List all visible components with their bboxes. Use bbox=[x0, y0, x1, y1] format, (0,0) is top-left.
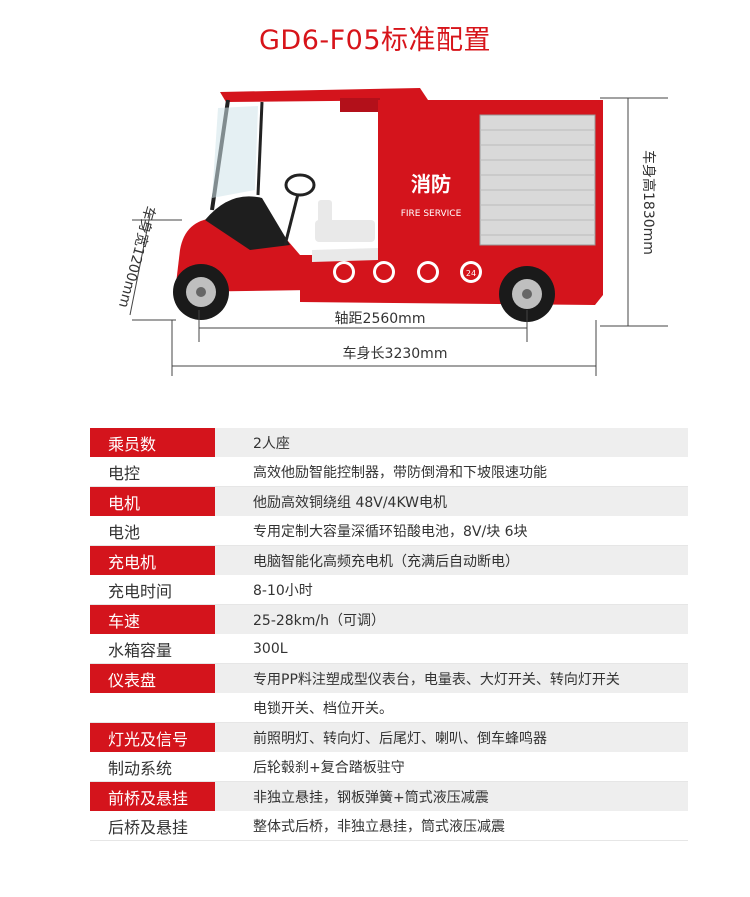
spec-row: 充电时间 8-10小时 bbox=[90, 575, 688, 605]
spec-label: 水箱容量 bbox=[90, 634, 215, 664]
spec-label: 车速 bbox=[90, 604, 215, 634]
spec-row: 电控高效他励智能控制器，带防倒滑和下坡限速功能 bbox=[90, 457, 688, 487]
spec-gap bbox=[215, 486, 233, 516]
spec-table: 乘员数 2人座电控高效他励智能控制器，带防倒滑和下坡限速功能电机他励高效铜绕组 4… bbox=[90, 428, 688, 841]
spec-gap bbox=[215, 663, 233, 693]
spec-value: 高效他励智能控制器，带防倒滑和下坡限速功能 bbox=[233, 457, 688, 487]
spec-label: 后桥及悬挂 bbox=[90, 811, 215, 841]
spec-gap bbox=[215, 781, 233, 811]
spec-label bbox=[90, 693, 215, 723]
spec-gap bbox=[215, 516, 233, 546]
spec-row: 电锁开关、档位开关。 bbox=[90, 693, 688, 723]
spec-value: 2人座 bbox=[233, 428, 688, 457]
box-subtext: FIRE SERVICE bbox=[401, 209, 462, 219]
spec-row: 水箱容量 300L bbox=[90, 634, 688, 664]
spec-row: 灯光及信号前照明灯、转向灯、后尾灯、喇叭、倒车蜂鸣器 bbox=[90, 722, 688, 752]
spec-gap bbox=[215, 428, 233, 457]
spec-row: 制动系统后轮毂刹+复合踏板驻守 bbox=[90, 752, 688, 782]
spec-gap bbox=[215, 693, 233, 723]
spec-label: 充电时间 bbox=[90, 575, 215, 605]
badge-number: 24 bbox=[466, 269, 476, 278]
spec-label: 电池 bbox=[90, 516, 215, 546]
spec-label: 灯光及信号 bbox=[90, 722, 215, 752]
spec-gap bbox=[215, 545, 233, 575]
wheelbase-label: 轴距2560mm bbox=[335, 311, 426, 327]
spec-label: 前桥及悬挂 bbox=[90, 781, 215, 811]
spec-value: 整体式后桥，非独立悬挂，筒式液压减震 bbox=[233, 811, 688, 841]
spec-row: 电池专用定制大容量深循环铅酸电池，8V/块 6块 bbox=[90, 516, 688, 546]
spec-label: 充电机 bbox=[90, 545, 215, 575]
spec-gap bbox=[215, 604, 233, 634]
length-dimension: 车身长3230mm bbox=[171, 320, 597, 376]
safety-icons: 24 bbox=[333, 261, 482, 283]
spec-row: 后桥及悬挂整体式后桥，非独立悬挂，筒式液压减震 bbox=[90, 811, 688, 841]
spec-row: 前桥及悬挂非独立悬挂，钢板弹簧+筒式液压减震 bbox=[90, 781, 688, 811]
spec-value: 后轮毂刹+复合踏板驻守 bbox=[233, 752, 688, 782]
height-label: 车身高1830mm bbox=[640, 150, 657, 255]
spec-gap bbox=[215, 752, 233, 782]
spec-row: 乘员数 2人座 bbox=[90, 428, 688, 457]
spec-value: 8-10小时 bbox=[233, 575, 688, 605]
spec-value: 非独立悬挂，钢板弹簧+筒式液压减震 bbox=[233, 781, 688, 811]
spec-value: 300L bbox=[233, 634, 688, 664]
vehicle-illustration: 消防 FIRE SERVICE 24 bbox=[173, 88, 603, 322]
width-dimension: 车身宽1200mm bbox=[115, 204, 182, 321]
spec-row: 电机他励高效铜绕组 48V/4KW电机 bbox=[90, 486, 688, 516]
box-text: 消防 bbox=[411, 172, 451, 196]
spec-label: 制动系统 bbox=[90, 752, 215, 782]
spec-value: 电脑智能化高频充电机（充满后自动断电） bbox=[233, 545, 688, 575]
spec-label: 电控 bbox=[90, 457, 215, 487]
length-label: 车身长3230mm bbox=[343, 345, 448, 362]
spec-gap bbox=[215, 811, 233, 841]
rear-wheel bbox=[499, 266, 555, 322]
spec-gap bbox=[215, 722, 233, 752]
spec-gap bbox=[215, 575, 233, 605]
spec-label: 电机 bbox=[90, 486, 215, 516]
spec-row: 仪表盘专用PP料注塑成型仪表台，电量表、大灯开关、转向灯开关 bbox=[90, 663, 688, 693]
spec-gap bbox=[215, 457, 233, 487]
spec-row: 车速 25-28km/h（可调） bbox=[90, 604, 688, 634]
page-title: GD6-F05标准配置 bbox=[258, 25, 492, 56]
spec-gap bbox=[215, 634, 233, 664]
spec-value: 专用定制大容量深循环铅酸电池，8V/块 6块 bbox=[233, 516, 688, 546]
height-dimension: 车身高1830mm bbox=[600, 97, 668, 327]
spec-value: 专用PP料注塑成型仪表台，电量表、大灯开关、转向灯开关 bbox=[233, 663, 688, 693]
spec-value: 电锁开关、档位开关。 bbox=[233, 693, 688, 723]
wheelbase-dimension: 轴距2560mm bbox=[198, 310, 528, 342]
vehicle-diagram: 消防 FIRE SERVICE 24 车身高1830mm bbox=[115, 88, 668, 376]
front-wheel bbox=[173, 264, 229, 320]
spec-value: 他励高效铜绕组 48V/4KW电机 bbox=[233, 486, 688, 516]
spec-value: 25-28km/h（可调） bbox=[233, 604, 688, 634]
spec-row: 充电机电脑智能化高频充电机（充满后自动断电） bbox=[90, 545, 688, 575]
spec-label: 乘员数 bbox=[90, 428, 215, 457]
spec-label: 仪表盘 bbox=[90, 663, 215, 693]
spec-value: 前照明灯、转向灯、后尾灯、喇叭、倒车蜂鸣器 bbox=[233, 722, 688, 752]
